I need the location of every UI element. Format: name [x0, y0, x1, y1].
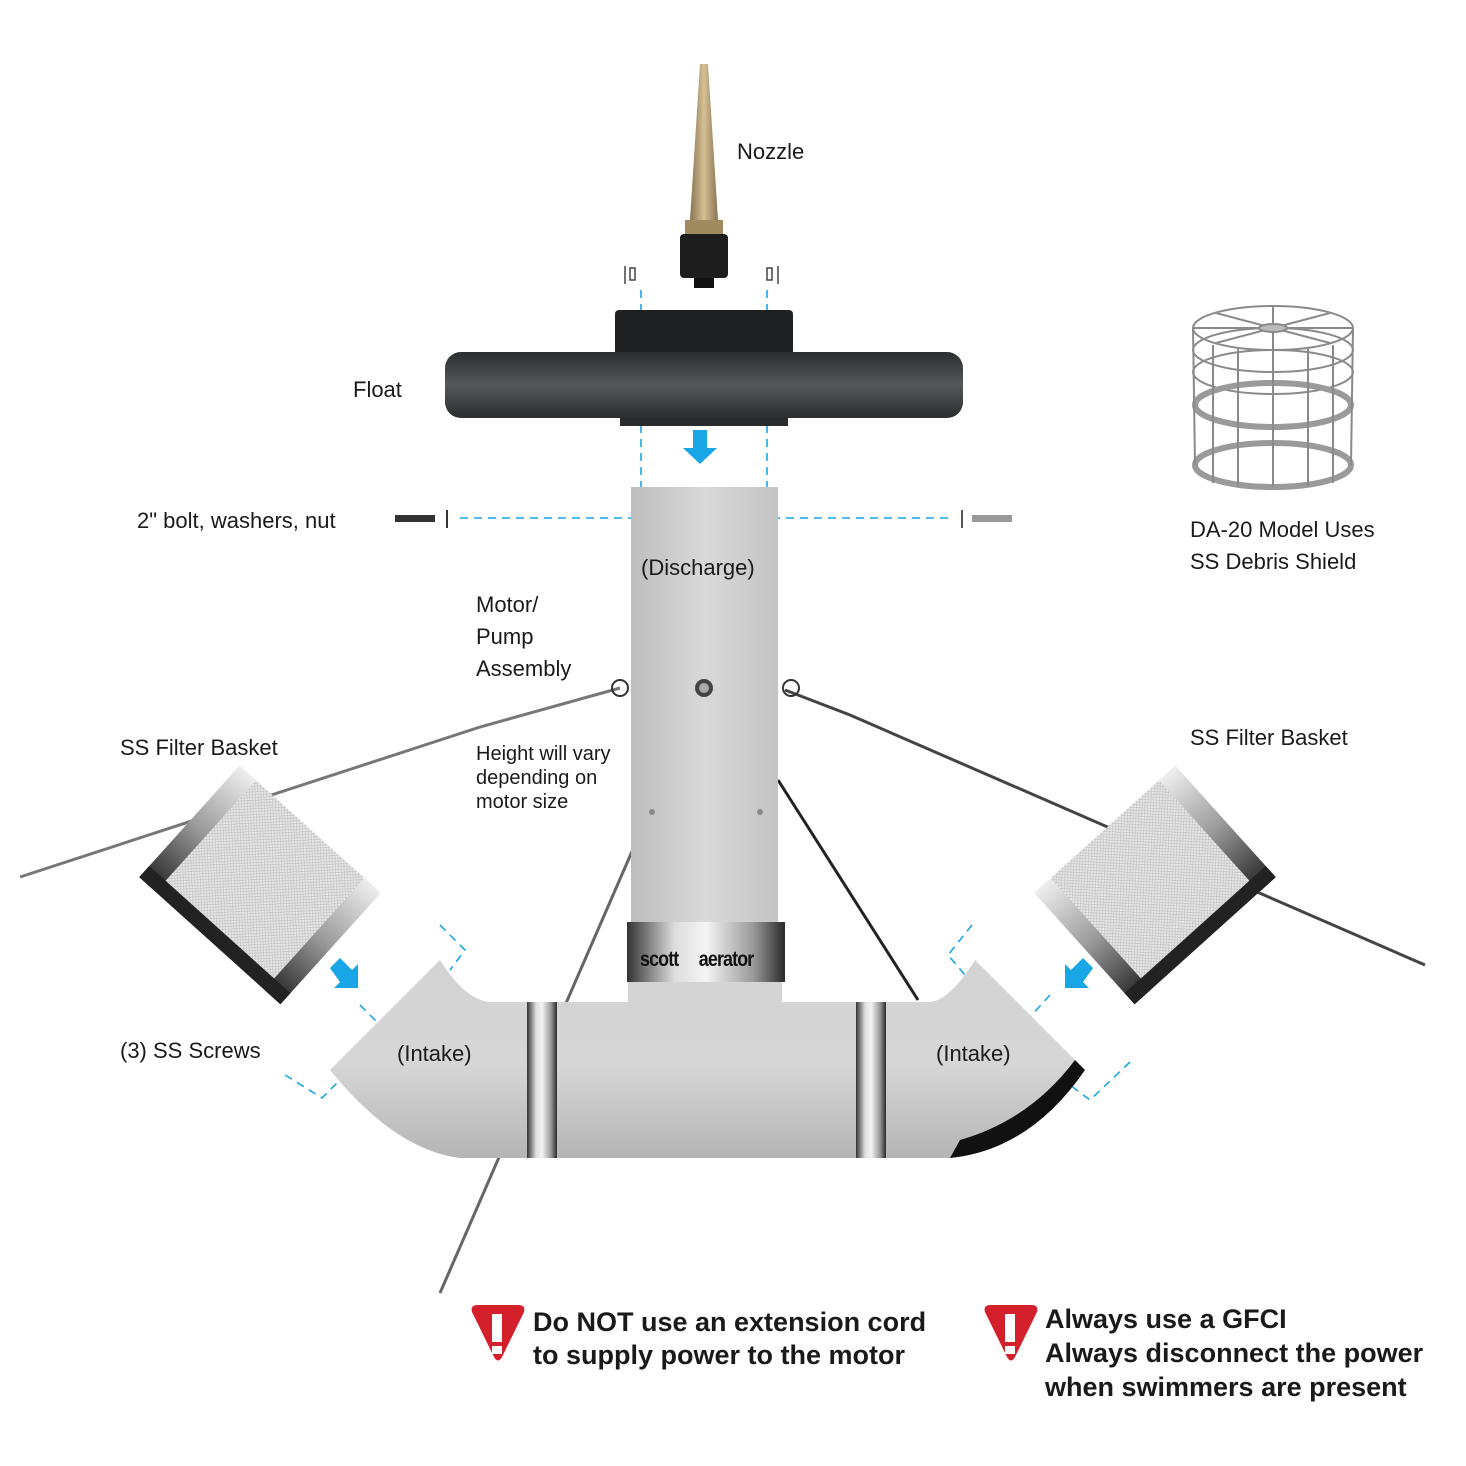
label-screws: (3) SS Screws [120, 1038, 261, 1063]
tee-body [330, 922, 1085, 1158]
motor-pump-pipe [631, 487, 778, 927]
warning-line: Always use a GFCI [1045, 1304, 1287, 1334]
bolt-parts [395, 510, 1012, 528]
washer-icons [624, 266, 779, 284]
label-height-note: Height will vary depending on motor size [476, 742, 610, 814]
label-intake-right: (Intake) [936, 1041, 1011, 1066]
intake-arrow-right-icon [1065, 958, 1093, 988]
label-debris-shield: DA-20 Model Uses SS Debris Shield [1190, 514, 1375, 578]
label-discharge: (Discharge) [641, 555, 755, 580]
scott-aerator-logo: scott aerator [640, 948, 754, 972]
warning-line: Do NOT use an extension cord [533, 1307, 927, 1337]
intake-arrow-left-icon [330, 958, 358, 988]
float-part [445, 310, 963, 426]
label-line: Assembly [476, 656, 572, 681]
logo-text-right: aerator [698, 948, 754, 971]
label-line: Motor/ [476, 592, 539, 617]
warning-extension-cord: Do NOT use an extension cord to supply p… [533, 1306, 926, 1372]
label-motor-pump: Motor/ Pump Assembly [476, 589, 571, 685]
label-bolt: 2" bolt, washers, nut [137, 508, 336, 533]
label-line: depending on [476, 767, 598, 789]
label-line: motor size [476, 791, 569, 813]
label-line: SS Debris Shield [1190, 549, 1357, 574]
label-nozzle: Nozzle [737, 139, 805, 164]
label-line: Pump [476, 624, 534, 649]
warning-line: when swimmers are present [1045, 1372, 1407, 1402]
label-float: Float [353, 377, 402, 402]
label-filter-left: SS Filter Basket [120, 735, 278, 760]
down-arrow-icon [683, 430, 717, 464]
warning-line: Always disconnect the power [1045, 1338, 1424, 1368]
logo-text-left: scott [640, 948, 679, 971]
label-intake-left: (Intake) [397, 1041, 472, 1066]
filter-basket-right [1034, 765, 1276, 1005]
warning-line: to supply power to the motor [533, 1340, 905, 1370]
label-line: DA-20 Model Uses [1190, 517, 1375, 542]
nozzle-part [680, 64, 728, 288]
label-line: Height will vary [476, 743, 611, 765]
label-filter-right: SS Filter Basket [1190, 725, 1348, 750]
filter-basket-left [139, 765, 381, 1005]
debris-shield-cage [1192, 305, 1354, 490]
warning-gfci: Always use a GFCI Always disconnect the … [1045, 1302, 1423, 1404]
